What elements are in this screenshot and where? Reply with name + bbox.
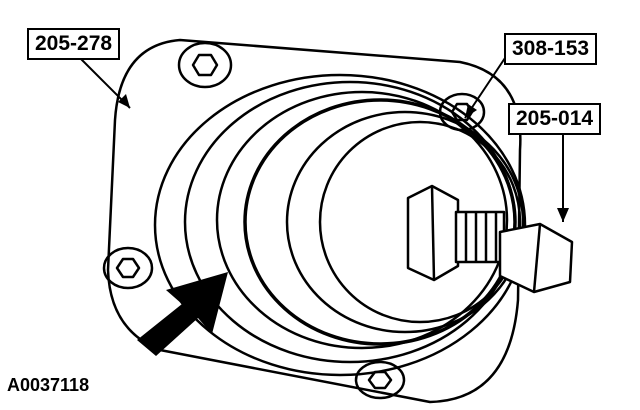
flange-bolt-top — [177, 41, 233, 89]
callout-205-014: 205-014 — [508, 103, 602, 135]
pointer-arrow — [137, 272, 228, 356]
tool-205-014-thread — [454, 210, 506, 264]
flange-bolt-left — [102, 246, 154, 290]
tool-308-153-inner — [285, 110, 525, 334]
figure-id: A0037118 — [7, 375, 90, 395]
tool-308-153-cup — [243, 98, 517, 346]
tool-308-153-face — [318, 120, 522, 324]
hub-ring-3 — [215, 90, 509, 350]
hub-ring-outer — [153, 73, 527, 377]
callout-308-153: 308-153 — [504, 33, 598, 65]
callout-205-278: 205-278 — [27, 28, 121, 60]
